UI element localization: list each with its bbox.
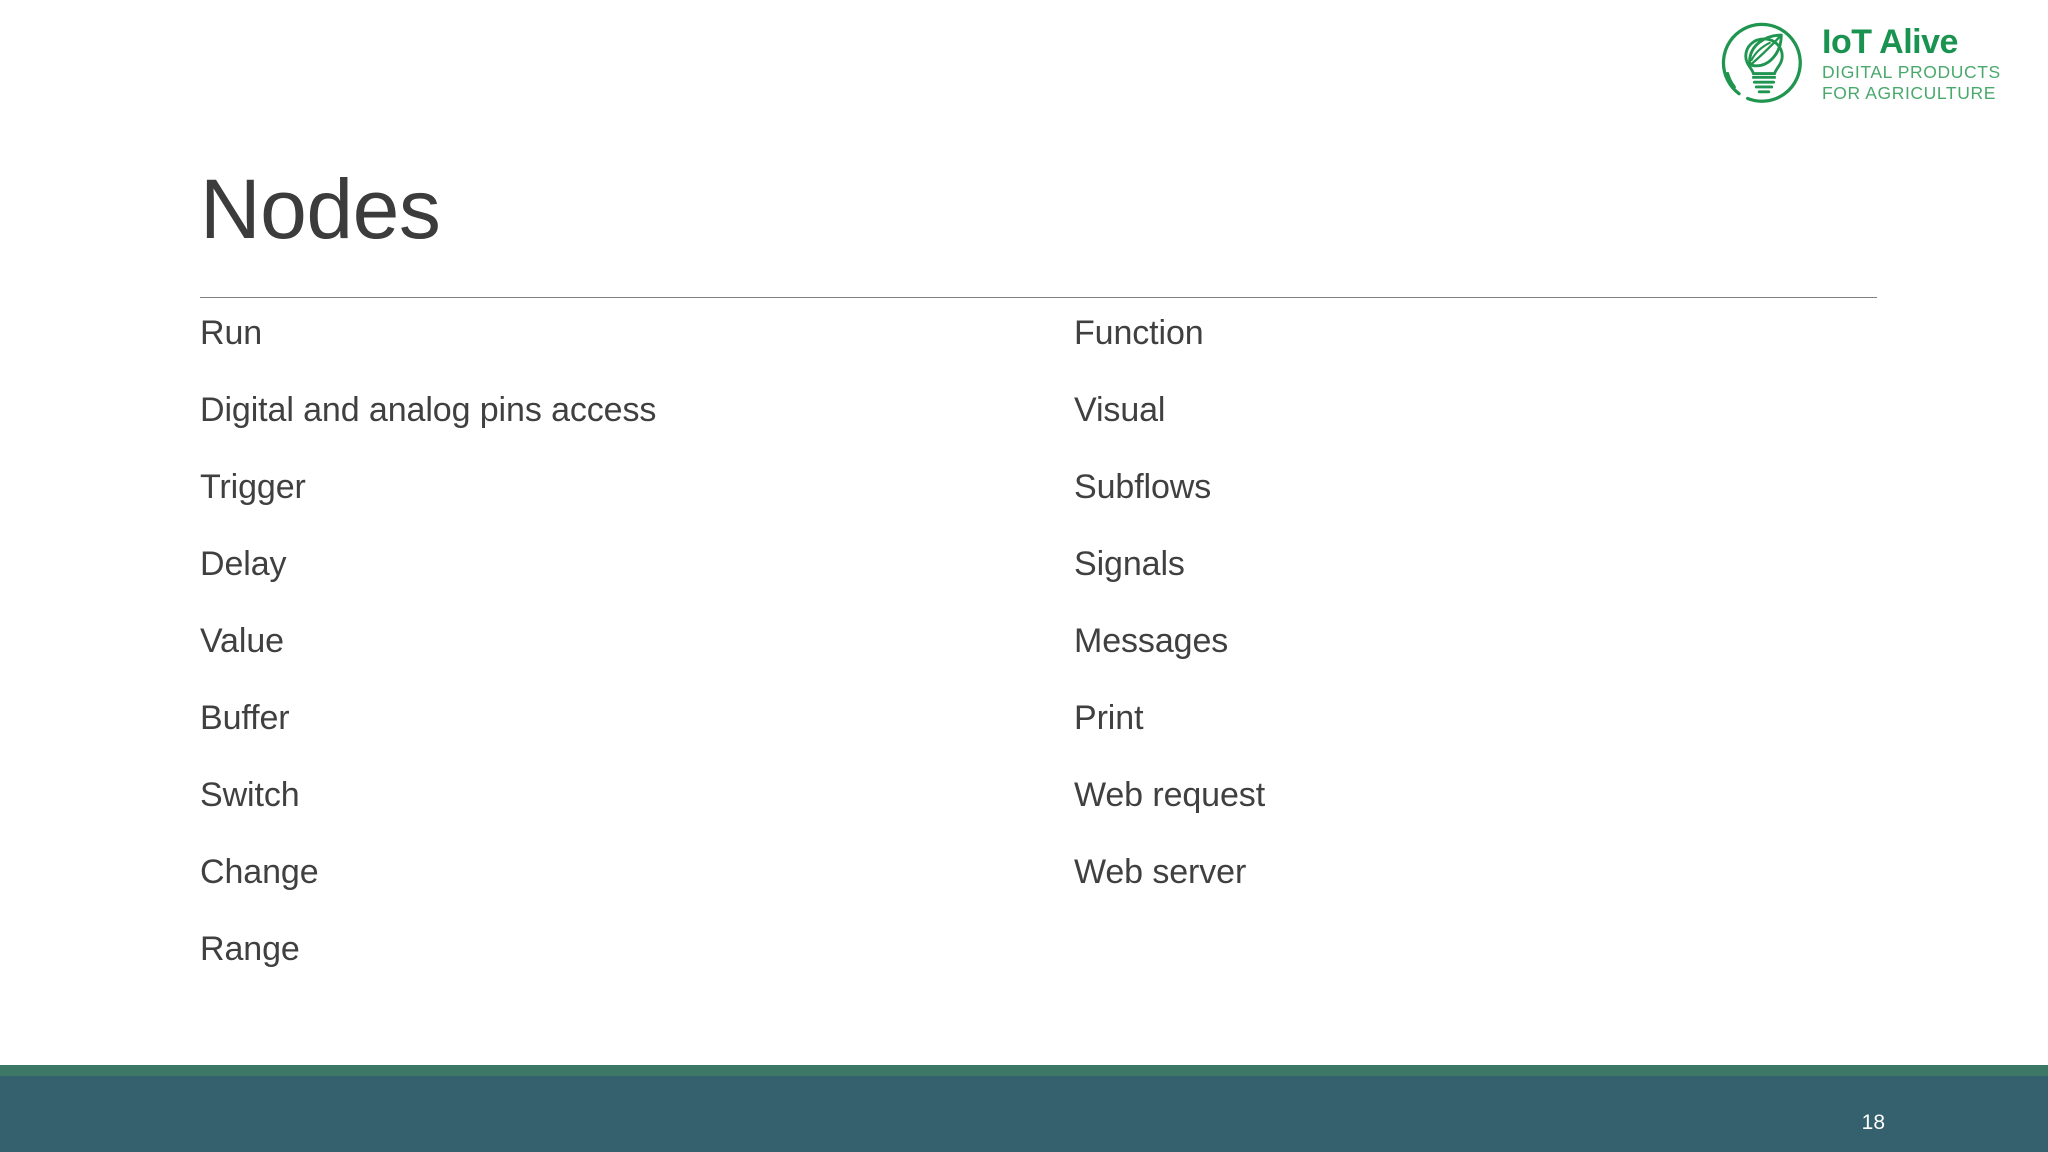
list-item: Messages <box>1074 622 1229 660</box>
node-list-right: Function Visual Subflows Signals Message… <box>1074 316 1890 1009</box>
list-item: Digital and analog pins access <box>200 391 657 429</box>
page-number: 18 <box>1861 1111 1885 1134</box>
list-item: Visual <box>1074 391 1166 429</box>
list-item: Change <box>200 853 319 891</box>
list-item: Range <box>200 930 300 968</box>
list-item: Value <box>200 622 284 660</box>
list-item: Delay <box>200 545 287 583</box>
list-item: Signals <box>1074 545 1185 583</box>
list-item: Function <box>1074 314 1204 352</box>
page-title: Nodes <box>200 162 441 256</box>
footer-accent-stripe <box>0 1065 2048 1076</box>
list-item: Trigger <box>200 468 306 506</box>
content-columns: Run Digital and analog pins access Trigg… <box>200 316 1890 1009</box>
footer-bar <box>0 1076 2048 1152</box>
list-item: Web server <box>1074 853 1247 891</box>
leaf-lightbulb-in-circle-icon <box>1721 22 1802 103</box>
list-item: Buffer <box>200 699 290 737</box>
logo-wordmark: IoT Alive <box>1822 23 1958 62</box>
logo-tagline: DIGITAL PRODUCTS FOR AGRICULTURE <box>1822 62 2001 103</box>
list-item: Web request <box>1074 776 1266 814</box>
list-item: Switch <box>200 776 300 814</box>
title-divider <box>200 297 1877 298</box>
list-item: Run <box>200 314 263 352</box>
logo-text-block: IoT Alive DIGITAL PRODUCTS FOR AGRICULTU… <box>1822 21 2032 102</box>
list-item: Print <box>1074 699 1144 737</box>
brand-logo: IoT Alive DIGITAL PRODUCTS FOR AGRICULTU… <box>1716 14 2032 110</box>
list-item: Subflows <box>1074 468 1212 506</box>
node-list-left: Run Digital and analog pins access Trigg… <box>200 316 1074 1009</box>
